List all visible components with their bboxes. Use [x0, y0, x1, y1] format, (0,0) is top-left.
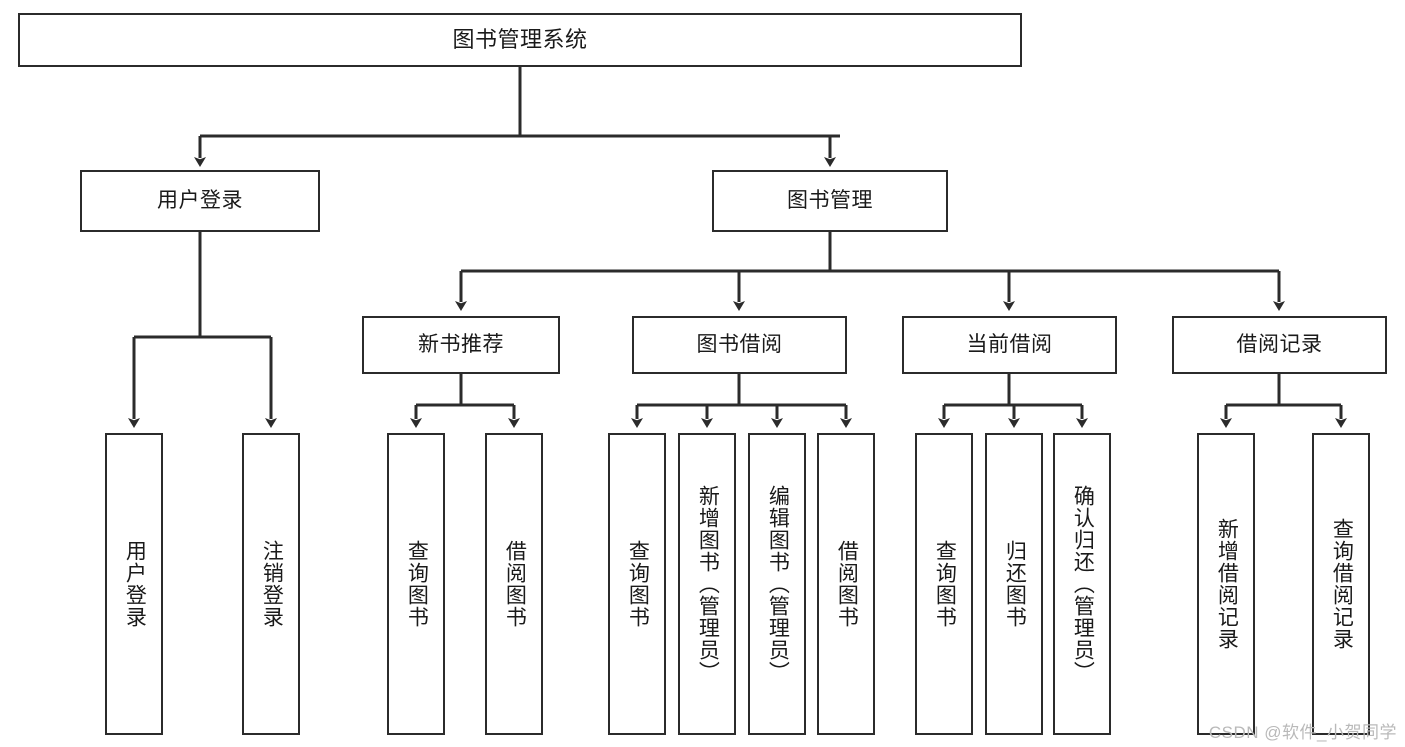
node-current-borrow[interactable]: 当前借阅 [902, 316, 1117, 374]
node-leaf-add-book-admin[interactable]: 新增图书（管理员） [678, 433, 736, 735]
node-label: 注销登录 [260, 540, 284, 628]
watermark: CSDN @软件_小贺同学 [1208, 723, 1397, 742]
node-label: 用户登录 [123, 540, 147, 628]
node-label: 编辑图书（管理员） [766, 485, 790, 683]
node-label: 归还图书 [1003, 540, 1027, 628]
node-label: 用户登录 [157, 189, 243, 213]
node-leaf-borrow-book[interactable]: 借阅图书 [817, 433, 875, 735]
node-label: 当前借阅 [966, 333, 1053, 357]
node-leaf-user-login[interactable]: 用户登录 [105, 433, 163, 735]
node-user-login[interactable]: 用户登录 [80, 170, 320, 232]
node-borrow-record[interactable]: 借阅记录 [1172, 316, 1387, 374]
node-label: 图书借阅 [696, 333, 783, 357]
node-label: 新增图书（管理员） [696, 485, 720, 683]
node-label: 查询借阅记录 [1330, 518, 1354, 650]
node-label: 借阅图书 [835, 540, 859, 628]
node-leaf-edit-book-admin[interactable]: 编辑图书（管理员） [748, 433, 806, 735]
node-book-borrow[interactable]: 图书借阅 [632, 316, 847, 374]
node-root-system[interactable]: 图书管理系统 [18, 13, 1022, 67]
node-leaf-query-book-borrow[interactable]: 查询图书 [608, 433, 666, 735]
node-label: 图书管理系统 [452, 26, 588, 52]
node-label: 查询图书 [405, 540, 429, 628]
node-leaf-confirm-return[interactable]: 确认归还（管理员） [1053, 433, 1111, 735]
node-label: 借阅记录 [1236, 333, 1323, 357]
node-label: 新书推荐 [418, 333, 504, 357]
node-label: 图书管理 [787, 189, 873, 213]
node-leaf-logout-login[interactable]: 注销登录 [242, 433, 300, 735]
node-label: 新增借阅记录 [1215, 518, 1239, 650]
node-label: 借阅图书 [503, 540, 527, 628]
node-label: 确认归还（管理员） [1071, 485, 1095, 683]
node-leaf-query-borrow-record[interactable]: 查询借阅记录 [1312, 433, 1370, 735]
node-label: 查询图书 [626, 540, 650, 628]
node-leaf-add-borrow-record[interactable]: 新增借阅记录 [1197, 433, 1255, 735]
node-new-book-recommend[interactable]: 新书推荐 [362, 316, 560, 374]
node-label: 查询图书 [933, 540, 957, 628]
node-leaf-query-book-current[interactable]: 查询图书 [915, 433, 973, 735]
node-leaf-query-book-rec[interactable]: 查询图书 [387, 433, 445, 735]
node-book-management[interactable]: 图书管理 [712, 170, 948, 232]
node-leaf-return-book[interactable]: 归还图书 [985, 433, 1043, 735]
node-leaf-borrow-book-rec[interactable]: 借阅图书 [485, 433, 543, 735]
